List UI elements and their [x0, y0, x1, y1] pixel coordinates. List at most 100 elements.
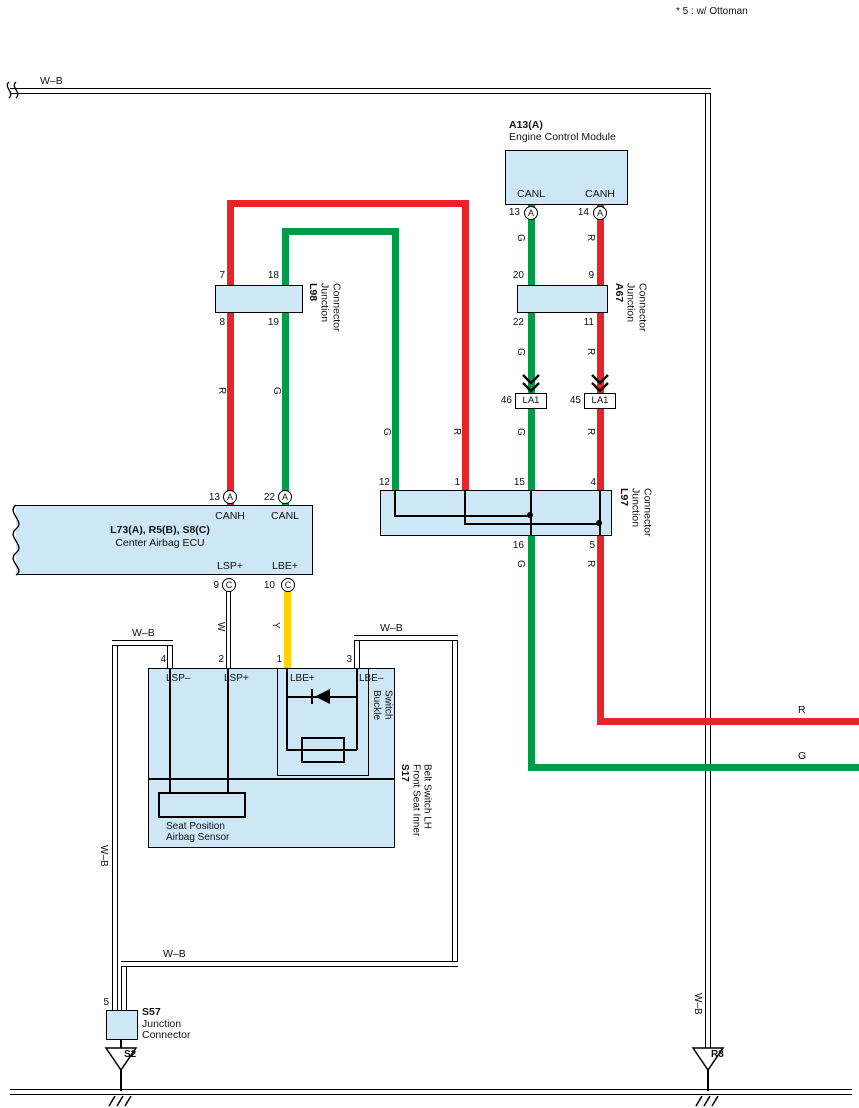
wire-color-g: G [271, 387, 282, 395]
a67-pin-20: 20 [512, 270, 524, 281]
s17-lsp-plus-label: LSP+ [224, 673, 249, 684]
l98-code: L98 [306, 283, 319, 302]
airbag-ecu-box [16, 505, 313, 575]
a67-pin-22: 22 [512, 317, 524, 328]
connector-circle-c: C [222, 578, 236, 592]
r3-ground-lead [707, 1070, 709, 1091]
la1-pin-46: 46 [500, 395, 512, 406]
wire-canl-green-into-l97 [392, 228, 399, 490]
junction-s57-box [106, 1010, 138, 1040]
wb-drop-right-of-s17 [452, 641, 458, 961]
wire-canl-green-ecu-up [282, 228, 289, 505]
ecu-lsp-label: LSP+ [217, 560, 243, 572]
ecu-code: L73(A), R5(B), S8(C) [110, 524, 210, 536]
ecm-pin-14: 14 [577, 207, 589, 218]
ecu-pin-10: 10 [263, 580, 275, 591]
l97-name-line2: Connector [641, 488, 654, 537]
l97-pin-12: 12 [378, 477, 390, 488]
s17-lbe-minus-label: LBE– [359, 673, 384, 684]
s57-name-line1: Junction [142, 1018, 182, 1030]
s17-divider [148, 778, 395, 780]
wb-label: W–B [98, 845, 109, 867]
l97-internal-pin4-5 [599, 490, 601, 536]
ecm-code: A13(A) [509, 119, 543, 131]
buckle-switch-line1: Buckle [371, 690, 383, 721]
ecm-canl-label: CANL [516, 188, 545, 200]
s17-name-line1: Front Seat Inner [410, 764, 422, 837]
harness-arrow-icon [522, 374, 609, 393]
s17-side-label: S17 Front Seat Inner Belt Switch LH [399, 764, 433, 837]
s57-to-ground-stub [120, 1040, 122, 1048]
l97-pin-15: 15 [513, 477, 525, 488]
wire-color-r: R [798, 704, 806, 716]
wire-canl-green-l97-down [528, 536, 535, 771]
s17-name-line2: Belt Switch LH [421, 764, 433, 830]
wire-canh-red-l97-down [597, 536, 604, 725]
s17-pin-3: 3 [346, 654, 352, 665]
s17-lbe-minus-lead [356, 668, 358, 750]
connector-circle-a: A [278, 490, 292, 504]
ecm-canh-label: CANH [585, 188, 615, 200]
a67-pin-9: 9 [588, 270, 594, 281]
l97-pin-1: 1 [454, 477, 460, 488]
s57-pin-5: 5 [103, 997, 109, 1008]
s17-code: S17 [399, 764, 411, 782]
wire-canl-green-ecm-a67 [528, 205, 535, 285]
l97-internal-pin12 [394, 490, 396, 516]
ecm-name: Engine Control Module [509, 131, 616, 143]
l98-pin-7: 7 [219, 270, 225, 281]
l98-pin-8: 8 [219, 317, 225, 328]
wire-canh-red-into-l97 [462, 200, 469, 490]
wire-color-r: R [585, 348, 596, 356]
s17-switch-branch [286, 749, 357, 751]
s17-lbe-plus-label: LBE+ [290, 673, 315, 684]
wb-label: W–B [692, 993, 703, 1015]
junction-l97-box [380, 490, 612, 536]
l98-pin-18: 18 [267, 270, 279, 281]
s17-diode-branch [286, 696, 357, 698]
ecu-name: Center Airbag ECU [115, 537, 205, 549]
l97-code: L97 [617, 488, 630, 507]
a67-name-line2: Connector [636, 283, 649, 332]
l97-internal-pin1 [464, 490, 466, 524]
sensor-label-line1: Seat Position [166, 821, 225, 832]
wire-canh-red-exit-right [597, 718, 859, 725]
s17-pin-2: 2 [218, 654, 224, 665]
wb-bus-right [705, 94, 711, 1048]
ecu-lbe-label: LBE+ [272, 560, 298, 572]
wb-run-pin4 [112, 640, 173, 646]
wb-bus-left [112, 646, 118, 1010]
wb-run-pin3 [354, 635, 458, 641]
ecu-canh-label: CANH [215, 510, 245, 522]
a67-pin-11: 11 [583, 317, 594, 328]
wire-color-g: G [515, 560, 526, 568]
wire-color-r: R [585, 560, 596, 568]
sensor-label-line2: Airbag Sensor [166, 832, 230, 843]
s57-code: S57 [142, 1006, 161, 1018]
l98-side-label: L98 Junction Connector [306, 283, 343, 331]
connector-circle-a: A [524, 206, 538, 220]
s17-lsp-minus-lead [169, 668, 171, 793]
ground-rail-bottom [10, 1089, 852, 1095]
wire-color-g: G [798, 750, 807, 762]
buckle-switch-inner-box [277, 668, 369, 776]
a67-name-line1: Junction [624, 283, 637, 323]
l97-internal-bus-green [394, 515, 531, 517]
s17-belt-switch-box [148, 668, 395, 848]
connector-circle-c: C [281, 578, 295, 592]
wb-stub-pin3 [354, 641, 360, 668]
s57-name-line2: Connector [142, 1029, 191, 1041]
l97-name-line1: Junction [629, 488, 642, 528]
s17-pin-4: 4 [160, 654, 166, 665]
l97-junction-dot-red [596, 520, 602, 526]
buckle-switch-label: Buckle Switch [371, 690, 393, 720]
wb-label: W–B [132, 627, 155, 639]
wire-color-w: W [215, 622, 226, 632]
wb-label: W–B [380, 622, 403, 634]
wire-lbe-yellow [284, 591, 291, 668]
ecm-box [505, 150, 628, 205]
connector-circle-a: A [223, 490, 237, 504]
wb-label: W–B [40, 75, 63, 87]
l97-internal-bus-red [464, 523, 600, 525]
la1-label: LA1 [591, 395, 609, 406]
